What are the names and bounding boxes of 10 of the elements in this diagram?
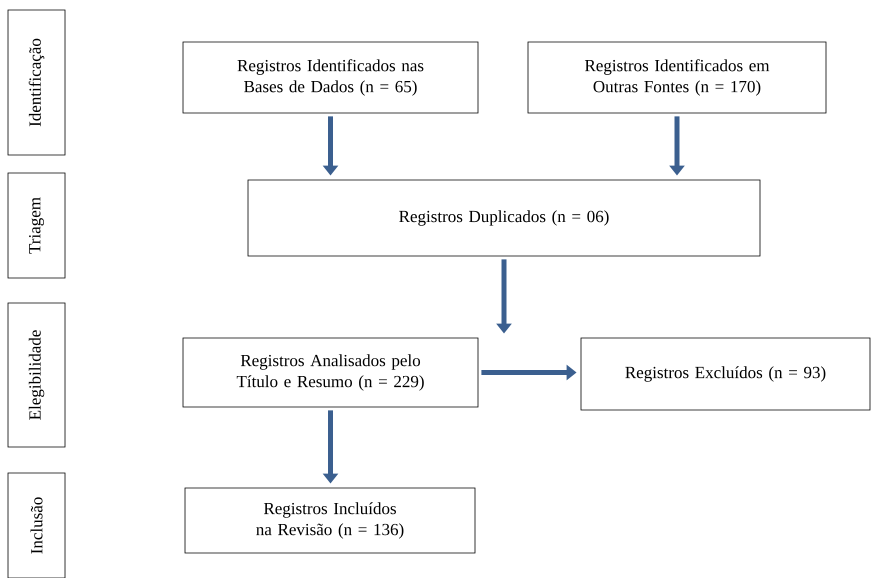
process-box: Registros Duplicados (n = 06) [248,180,760,256]
stage-box: Identificação [8,10,66,156]
stage-box: Elegibilidade [8,302,66,448]
process-box: Registros Identificados nas Bases de Dados (n = 65) [182,42,478,114]
stage-box: Inclusão [8,472,66,578]
process-box: Registros Incluídos na Revisão (n = 136) [184,488,476,554]
stage-box: Triagem [8,172,66,278]
process-box: Registros Analisados pelo Título e Resumo (n = 229) [182,338,478,408]
process-box: Registros Identificados em Outras Fontes (n = 170) [528,42,826,114]
process-box: Registros Excluídos (n = 93) [580,338,870,410]
